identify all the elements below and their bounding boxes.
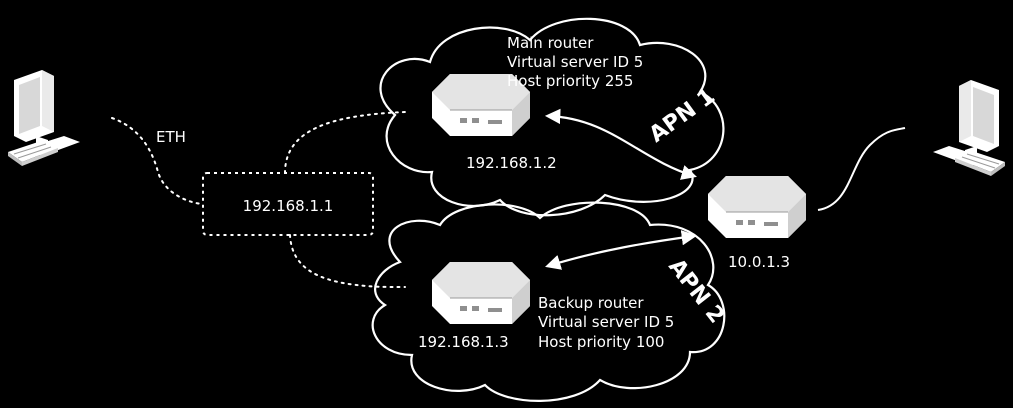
apn1-arrow (544, 108, 697, 180)
gateway-box (202, 172, 374, 236)
left-computer-icon (7, 69, 81, 167)
remote-router-icon (707, 175, 807, 239)
remote-router-ip: 10.0.1.3 (728, 253, 790, 271)
backup-router-priority: Host priority 100 (538, 333, 664, 351)
backup-router-ip: 192.168.1.3 (418, 333, 509, 351)
eth-link (111, 117, 203, 205)
apn2-cloud (371, 201, 726, 402)
main-router-priority: Host priority 255 (507, 72, 633, 90)
apn1-cloud (379, 17, 725, 217)
backup-router-vsid: Virtual server ID 5 (538, 313, 674, 331)
remote-to-pc-link (817, 127, 906, 211)
main-router-ip: 192.168.1.2 (466, 154, 557, 172)
apn1-label: APN 1 (645, 84, 720, 148)
eth-label: ETH (156, 128, 186, 146)
gateway-to-main-link (284, 111, 406, 174)
gateway-to-backup-link (289, 234, 406, 289)
main-router-name: Main router (507, 34, 594, 52)
main-router-vsid: Virtual server ID 5 (507, 53, 643, 71)
backup-router-icon (431, 261, 531, 325)
apn2-arrow (545, 230, 698, 270)
right-computer-icon (932, 79, 1006, 177)
gateway-ip: 192.168.1.1 (243, 197, 334, 215)
backup-router-name: Backup router (538, 294, 644, 312)
